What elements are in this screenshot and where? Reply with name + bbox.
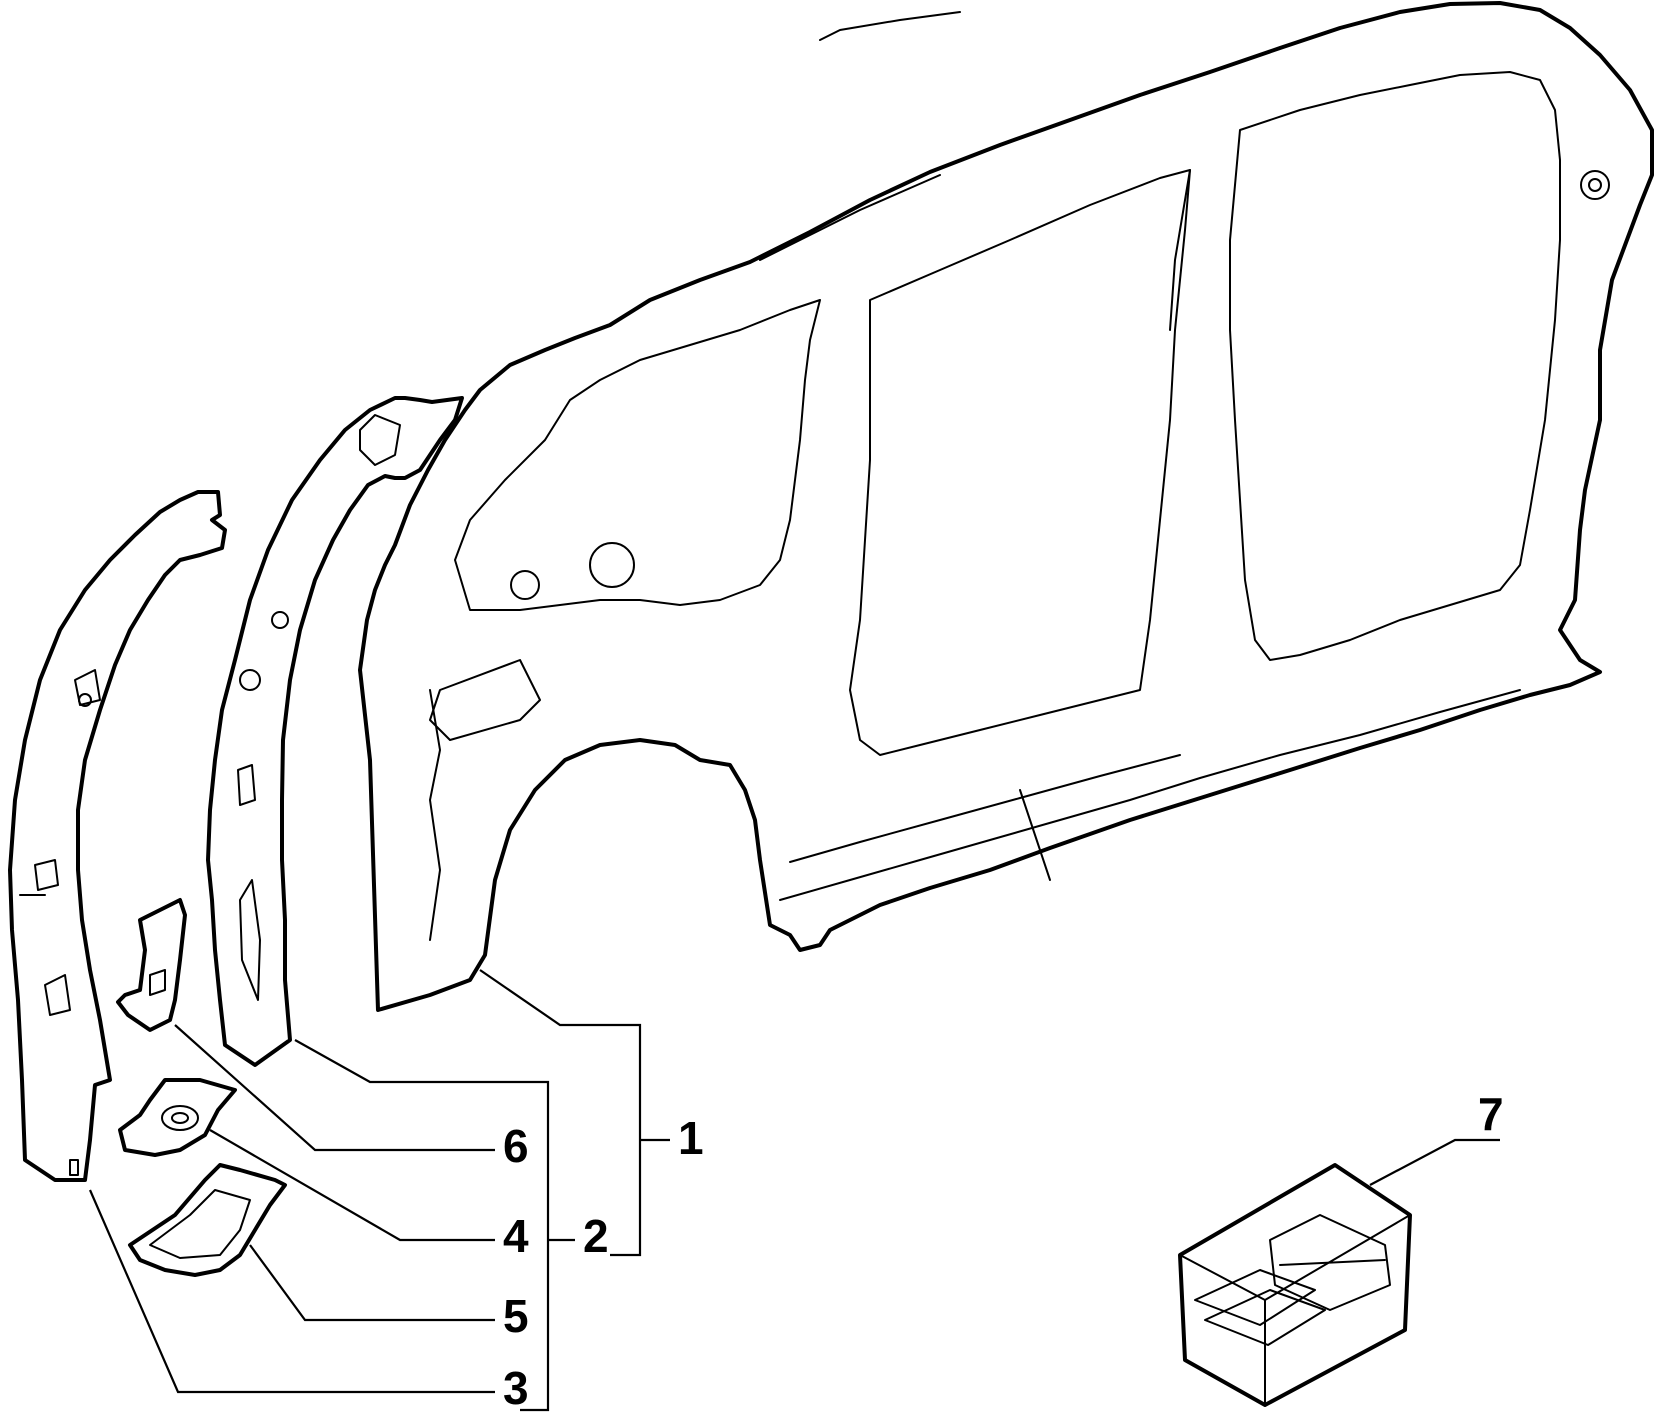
kit-box-icon <box>1178 1163 1412 1407</box>
body-side-panel-icon <box>358 1 1654 1012</box>
front-pillar-outer-icon <box>8 490 227 1182</box>
leader-3 <box>88 1189 495 1394</box>
callout-3: 3 <box>503 1362 529 1414</box>
leader-4 <box>209 1129 495 1242</box>
bracket-icon <box>116 898 187 1032</box>
callout-labels: 1 2 3 4 5 6 7 <box>503 1088 1504 1414</box>
leader-5 <box>249 1244 495 1322</box>
leader-2 <box>294 1039 550 1412</box>
leader-lines <box>88 969 1500 1412</box>
callout-6: 6 <box>503 1120 529 1172</box>
callout-4: 4 <box>503 1210 529 1262</box>
mounting-plate-icon <box>118 1078 237 1157</box>
leader-7 <box>1369 1138 1500 1186</box>
callout-1: 1 <box>678 1112 704 1164</box>
callout-7: 7 <box>1478 1088 1504 1140</box>
gusset-panel-icon <box>128 1163 287 1277</box>
leader-6 <box>174 1024 495 1152</box>
leader-1 <box>479 969 642 1257</box>
callout-5: 5 <box>503 1290 529 1342</box>
callout-2: 2 <box>583 1210 609 1262</box>
front-pillar-reinforcement-icon <box>206 396 464 1067</box>
